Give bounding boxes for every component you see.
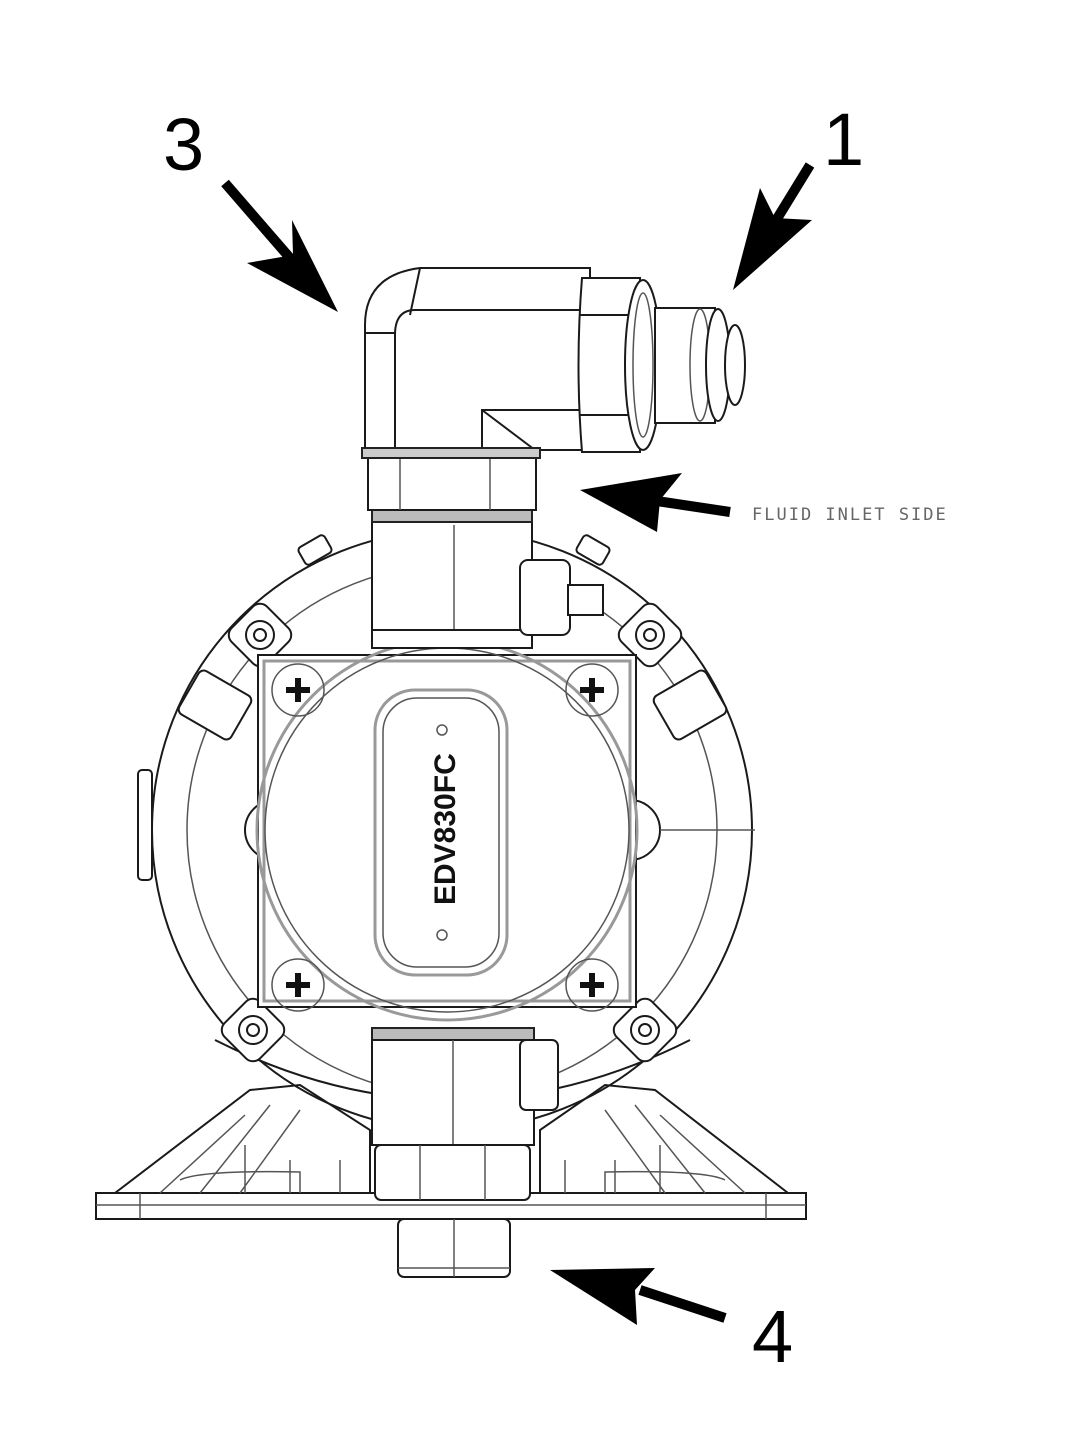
arrow-callout-4 <box>550 1268 727 1325</box>
callout-label-4: 4 <box>752 1295 794 1378</box>
center-plate <box>255 638 639 1022</box>
callout-label-3: 3 <box>163 103 205 186</box>
bolt-bottom-right <box>612 997 678 1063</box>
arrow-inlet-side <box>580 473 731 532</box>
outlet-fitting <box>577 277 746 453</box>
elbow-fitting <box>361 267 591 459</box>
screw-tr <box>565 663 619 717</box>
fluid-inlet-side-label: FLUID INLET SIDE <box>752 505 948 525</box>
arrow-callout-1 <box>733 162 815 290</box>
bolt-top-left <box>227 602 293 668</box>
screw-br <box>565 958 619 1012</box>
lower-manifold <box>371 1027 559 1201</box>
bottom-plug <box>397 1218 511 1278</box>
callout-label-1: 1 <box>823 98 865 181</box>
bolt-top-right <box>617 602 683 668</box>
model-label: EDV830FC <box>429 753 462 905</box>
upper-manifold <box>367 454 604 649</box>
screw-bl <box>271 958 325 1012</box>
screw-tl <box>271 663 325 717</box>
bolt-bottom-left <box>220 997 286 1063</box>
arrow-callout-3 <box>221 179 338 312</box>
